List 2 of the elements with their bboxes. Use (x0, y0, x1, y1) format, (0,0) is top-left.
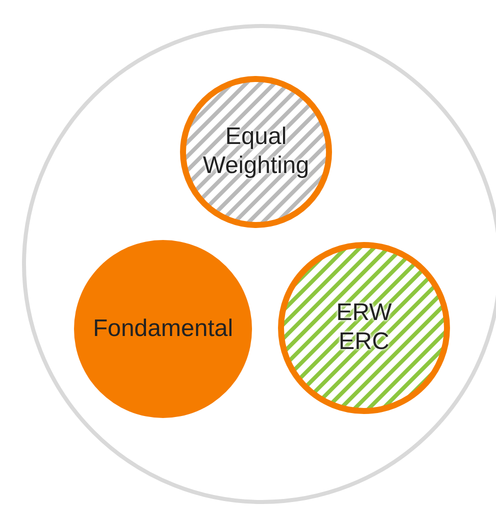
circle-label: Equal Weighting (202, 123, 310, 181)
circle-label: Fondamental (92, 314, 234, 344)
